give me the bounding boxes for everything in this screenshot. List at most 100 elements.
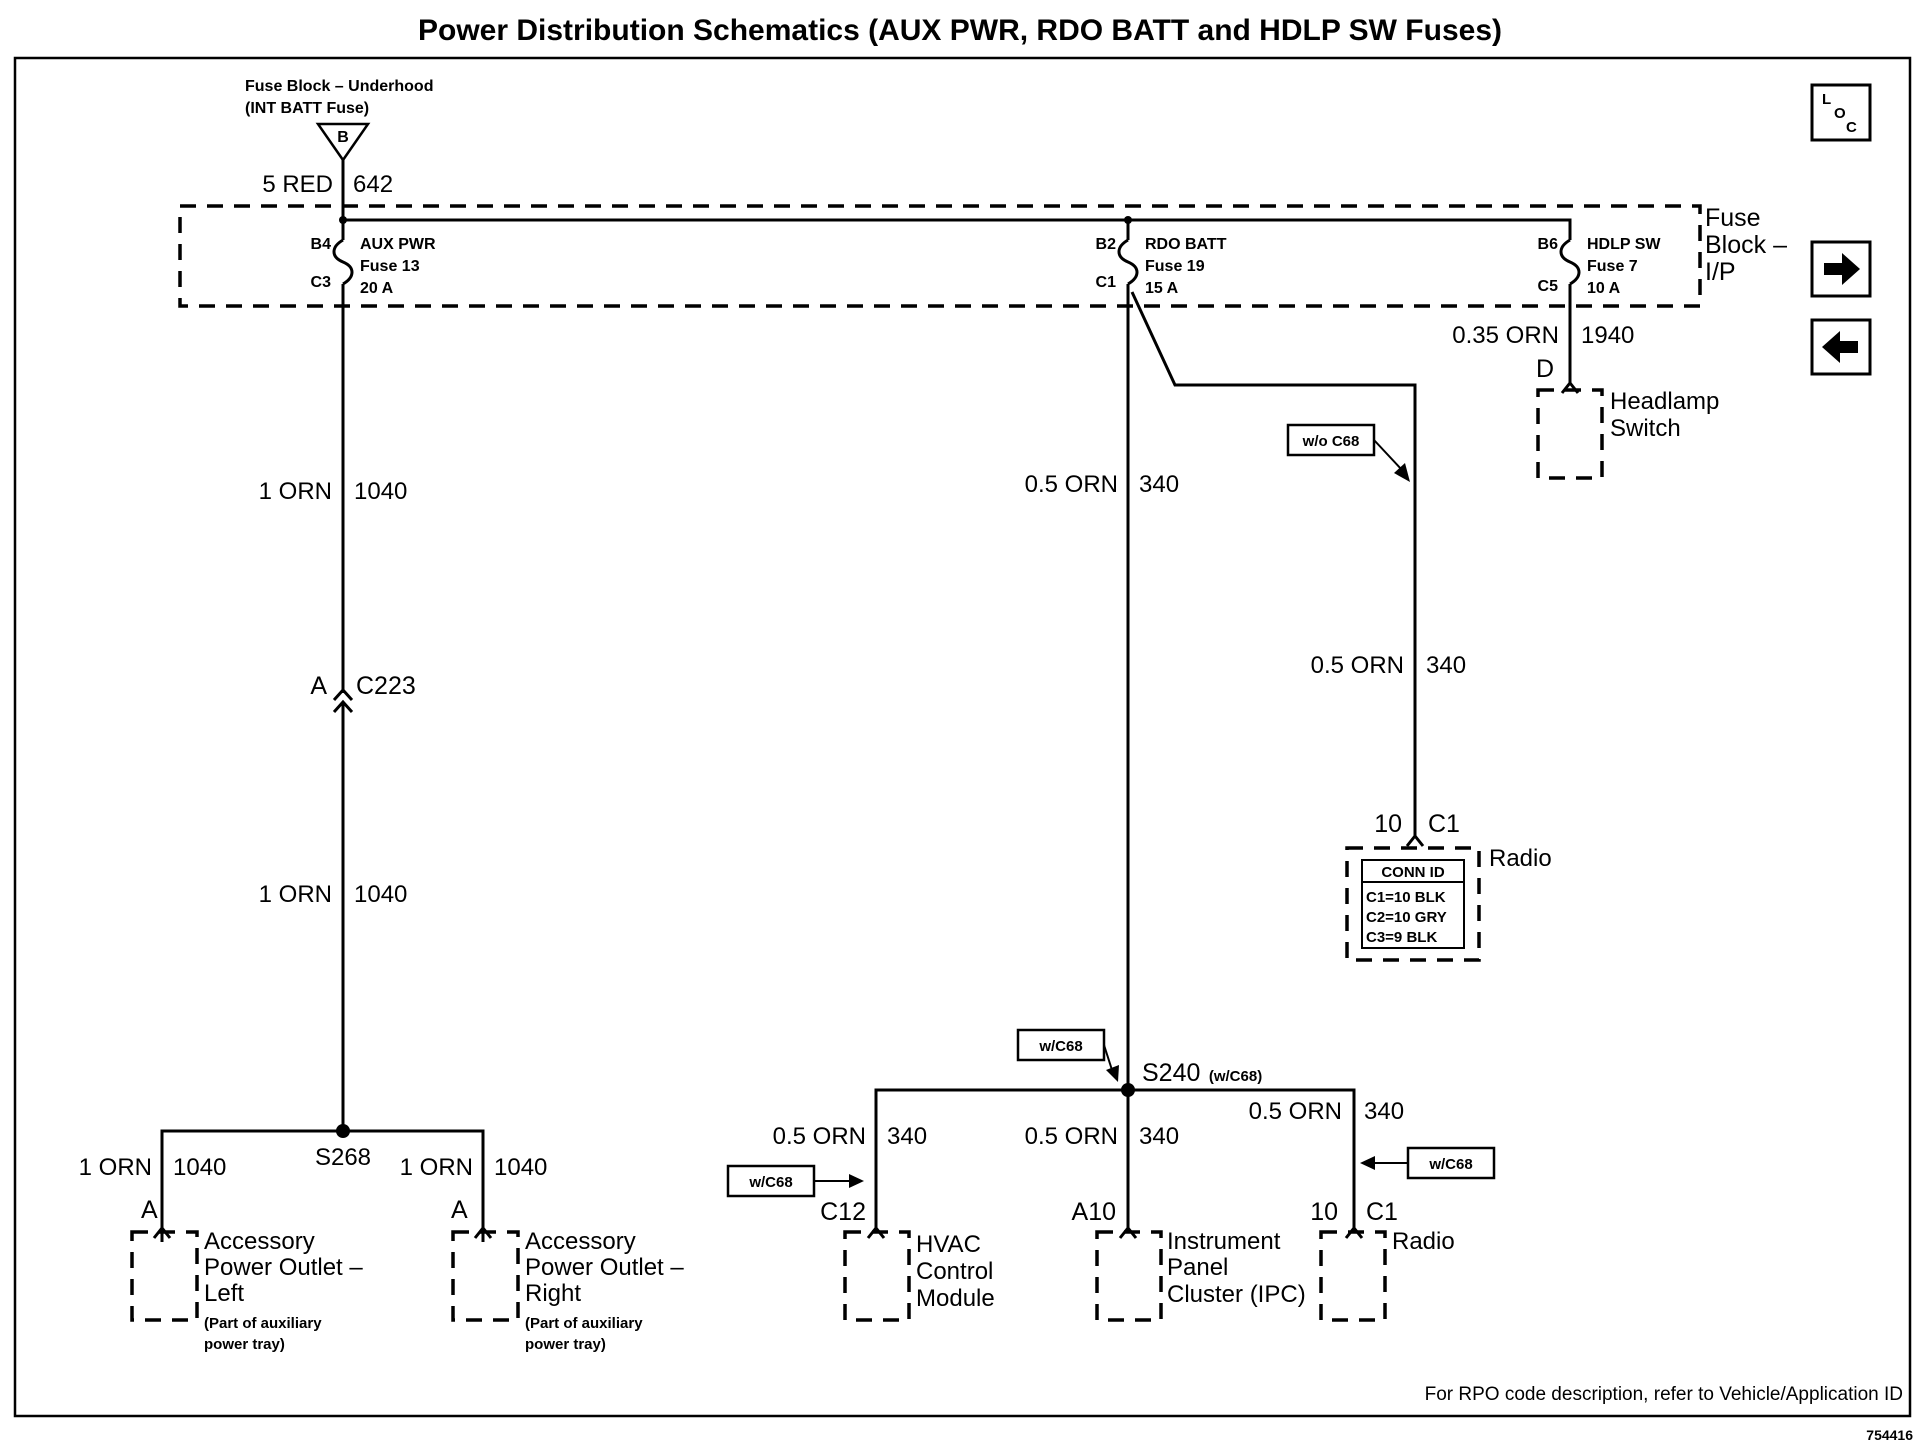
diagram-frame xyxy=(13,56,1912,1418)
source-fuse-block-underhood: Fuse Block – Underhood (INT BATT Fuse) B xyxy=(245,78,433,163)
option-w-c68-label: w/C68 xyxy=(748,1174,792,1191)
wire-ipc-circuit: 340 xyxy=(1139,1123,1179,1150)
wire-rdo-main-size: 0.5 ORN xyxy=(1025,471,1118,498)
headlamp-switch-line2: Switch xyxy=(1610,415,1681,442)
option-tag-with-c68-radio: w/C68 xyxy=(1360,1146,1496,1180)
arrow-left-icon xyxy=(1822,331,1858,363)
option-w-c68-label: w/C68 xyxy=(1428,1156,1472,1173)
hvac-outline xyxy=(843,1230,911,1322)
wire-s240-bus xyxy=(874,1088,1356,1230)
radio-top-component: 10 C1 Radio CONN ID C1=10 BLK C2=10 GRY … xyxy=(1345,810,1552,962)
hvac-control-module: C12 HVAC Control Module xyxy=(820,1198,995,1322)
next-page-button[interactable] xyxy=(1810,240,1872,298)
fuse-name: RDO BATT xyxy=(1145,236,1227,253)
fuse-in-terminal: B2 xyxy=(1096,236,1117,253)
radio-top-connector: C1 xyxy=(1428,810,1460,838)
source-terminal-triangle xyxy=(315,122,371,163)
conn-id-title: CONN ID xyxy=(1381,864,1445,881)
radio-bottom-connector: C1 xyxy=(1366,1198,1398,1226)
wire-aux-lower-circuit: 1040 xyxy=(354,881,407,908)
radio-top-terminal xyxy=(1405,833,1425,847)
fuse-name: HDLP SW xyxy=(1587,236,1661,253)
outlet-right-line1: Accessory xyxy=(525,1228,636,1255)
fuse-out-terminal: C5 xyxy=(1538,278,1559,295)
wire-ipc-size: 0.5 ORN xyxy=(1025,1123,1118,1150)
wire-radio2-circuit: 340 xyxy=(1364,1098,1404,1125)
ipc-line3: Cluster (IPC) xyxy=(1167,1281,1306,1308)
fuse-aux-pwr: B4 C3 AUX PWR Fuse 13 20 A xyxy=(311,236,436,297)
wire-rdo-branch-size: 0.5 ORN xyxy=(1311,652,1404,679)
ipc-pin: A10 xyxy=(1072,1198,1116,1226)
hvac-line2: Control xyxy=(916,1258,993,1285)
hvac-line1: HVAC xyxy=(916,1231,981,1258)
fuse-block-label-line2: Block – xyxy=(1705,231,1787,259)
hvac-line3: Module xyxy=(916,1285,995,1312)
fuse-symbol xyxy=(1117,238,1139,286)
source-terminal-letter: B xyxy=(337,129,349,146)
fuse-in-terminal: B6 xyxy=(1538,236,1559,253)
arrow-head xyxy=(849,1174,864,1188)
ipc-terminal xyxy=(1118,1225,1138,1239)
fuse-out-terminal: C1 xyxy=(1096,274,1117,291)
option-wo-c68-label: w/o C68 xyxy=(1302,433,1360,450)
radio-top-name: Radio xyxy=(1489,845,1552,872)
radio-bottom-outline xyxy=(1319,1230,1387,1322)
feed-wire-circuit: 642 xyxy=(353,171,393,198)
fuse-out-terminal: C3 xyxy=(311,274,332,291)
headlamp-switch-line1: Headlamp xyxy=(1610,388,1719,415)
source-label-line2: (INT BATT Fuse) xyxy=(245,100,369,117)
wire-aux-upper-size: 1 ORN xyxy=(259,478,332,505)
splice-s240-name: S240 xyxy=(1142,1059,1200,1087)
loc-letter-c: C xyxy=(1846,119,1857,136)
fuse-rdo-batt: B2 C1 RDO BATT Fuse 19 15 A xyxy=(1096,236,1227,297)
option-tag-without-c68: w/o C68 xyxy=(1286,423,1410,482)
outlet-right-note1: (Part of auxiliary xyxy=(525,1315,643,1332)
splice-s268-label: S268 xyxy=(315,1144,371,1171)
option-tag-with-c68-hvac: w/C68 xyxy=(726,1164,864,1198)
wire-outlet-right-circuit: 1040 xyxy=(494,1154,547,1181)
outlet-right-line2: Power Outlet – xyxy=(525,1254,684,1281)
outlet-right-pin: A xyxy=(451,1196,468,1224)
headlamp-switch-pin: D xyxy=(1536,355,1554,383)
wire-outlet-right-size: 1 ORN xyxy=(400,1154,473,1181)
wire-rdo-main-circuit: 340 xyxy=(1139,471,1179,498)
fuse-amperage: 15 A xyxy=(1145,280,1179,297)
fuse-number: Fuse 7 xyxy=(1587,258,1638,275)
fuse-block-ip-outline xyxy=(178,204,1702,308)
outlet-right-line3: Right xyxy=(525,1280,581,1307)
bus-junction-dot xyxy=(339,216,347,224)
connector-c223-symbol xyxy=(332,687,354,714)
wire-rdo-branch xyxy=(1130,291,1417,838)
outlet-right-note2: power tray) xyxy=(525,1336,606,1353)
previous-page-button[interactable] xyxy=(1810,318,1872,376)
fuse-bus-bar xyxy=(343,218,1572,240)
outlet-right-outline xyxy=(451,1230,520,1322)
bus-junction-dot xyxy=(1124,216,1132,224)
outlet-left-outline xyxy=(130,1230,199,1322)
loc-button[interactable]: L O C xyxy=(1810,83,1872,142)
fuse-in-terminal: B4 xyxy=(311,236,332,253)
wire-outlet-left-size: 1 ORN xyxy=(79,1154,152,1181)
fuse-symbol xyxy=(1559,238,1581,286)
outlet-left-line3: Left xyxy=(204,1280,244,1307)
fuse-number: Fuse 19 xyxy=(1145,258,1205,275)
outlet-left-line2: Power Outlet – xyxy=(204,1254,363,1281)
radio-top-outline xyxy=(1345,846,1481,962)
outlet-left-note1: (Part of auxiliary xyxy=(204,1315,322,1332)
connector-c223-name: C223 xyxy=(356,672,416,700)
outlet-left-note2: power tray) xyxy=(204,1336,285,1353)
radio-top-pin: 10 xyxy=(1374,810,1402,838)
radio-bottom-component: 10 C1 Radio xyxy=(1310,1198,1455,1322)
wire-hvac-size: 0.5 ORN xyxy=(773,1123,866,1150)
option-tag-with-c68-s240: w/C68 xyxy=(1016,1028,1119,1082)
outlet-left-terminal xyxy=(152,1225,172,1239)
fuse-block-label-line3: I/P xyxy=(1705,258,1736,286)
fuse-name: AUX PWR xyxy=(360,236,436,253)
wire-radio2-size: 0.5 ORN xyxy=(1249,1098,1342,1125)
arrow-right-icon xyxy=(1824,253,1860,285)
radio-bottom-name: Radio xyxy=(1392,1228,1455,1255)
outlet-left-pin: A xyxy=(141,1196,158,1224)
arrow-head xyxy=(1394,463,1410,482)
connector-c223: A C223 xyxy=(310,672,416,714)
